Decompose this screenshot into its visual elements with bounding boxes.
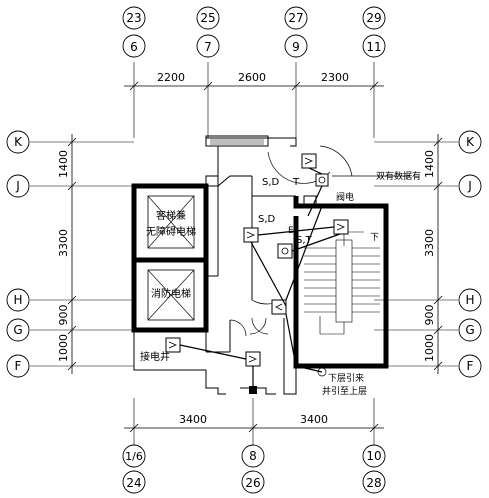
right-axis-j: J (467, 179, 472, 193)
top-axis-1-upper: 23 (126, 11, 141, 25)
left-dim-900: 900 (57, 305, 70, 326)
tag-st: S,T (296, 235, 313, 246)
grid-lines (30, 62, 458, 445)
note-leaders (317, 175, 410, 377)
upper-note: 双有数据有 (376, 170, 421, 182)
tag-t: T (292, 177, 300, 188)
top-axis-bubbles (122, 6, 386, 58)
left-axis-h: H (13, 293, 22, 307)
left-axis-j: J (15, 179, 20, 193)
bottom-axis-2-lower: 26 (245, 476, 260, 490)
bottom-marker (249, 386, 257, 394)
stair-flights (304, 231, 380, 335)
left-axis-f: F (15, 359, 22, 373)
device-glyphs (168, 157, 346, 363)
right-dim-1000: 1000 (423, 334, 436, 362)
right-dim-3300: 3300 (423, 229, 436, 257)
top-axis-2-upper: 25 (200, 11, 215, 25)
left-axis-k: K (14, 135, 23, 149)
right-dim-1400: 1400 (423, 150, 436, 178)
top-dim-1: 2200 (157, 71, 185, 84)
left-dimension-line (67, 134, 77, 374)
left-dim-1400: 1400 (57, 150, 70, 178)
tag-e: E (288, 226, 294, 236)
room-small-label: 阀电 (336, 191, 354, 203)
bottom-dim-2: 3400 (300, 413, 328, 426)
top-axis-3-lower: 9 (292, 40, 300, 54)
stair-core-walls (293, 195, 389, 369)
top-axis-4-lower: 11 (366, 40, 381, 54)
bottom-axis-3-lower: 28 (366, 476, 381, 490)
tag-sd-upper: S,D (262, 177, 280, 188)
left-axis-bubbles (6, 130, 30, 378)
top-axis-2-lower: 7 (204, 40, 212, 54)
passenger-elevator-label-1: 客梯兼 (156, 209, 186, 222)
lower-note-2: 并引至上层 (322, 385, 367, 397)
bottom-axis-3-upper: 10 (366, 449, 381, 463)
right-axis-h: H (465, 293, 474, 307)
elevator-shaft-walls (131, 183, 209, 333)
right-axis-bubbles (458, 130, 482, 378)
electrical-devices (165, 153, 349, 367)
bottom-axis-bubbles (122, 444, 386, 494)
right-axis-f: F (467, 359, 474, 373)
right-axis-g: G (465, 323, 474, 337)
top-axis-1-lower: 6 (130, 40, 138, 54)
top-dim-3: 2300 (321, 71, 349, 84)
right-dim-900: 900 (423, 305, 436, 326)
tag-sd-lower: S,D (258, 214, 276, 225)
top-dim-2: 2600 (238, 71, 266, 84)
top-window (205, 135, 269, 147)
bottom-axis-2-upper: 8 (249, 449, 257, 463)
bottom-dimension-line (124, 423, 384, 433)
elevator-shaft-conduit-label: 接电井 (140, 350, 170, 363)
bottom-axis-1-upper: 1/6 (125, 450, 143, 463)
bottom-dim-1: 3400 (179, 413, 207, 426)
bottom-axis-1-lower: 24 (126, 476, 141, 490)
left-axis-g: G (13, 323, 22, 337)
lower-note-1: 下层引来 (328, 373, 364, 384)
top-dimension-line (124, 81, 384, 91)
passenger-elevator-label-2: 无障碍电梯 (146, 225, 196, 238)
stair-down-label: 下 (370, 233, 379, 243)
left-dim-3300: 3300 (57, 229, 70, 257)
right-dimension-line (433, 134, 443, 374)
top-axis-3-upper: 27 (288, 11, 303, 25)
left-dim-1000: 1000 (57, 334, 70, 362)
fire-elevator-label: 消防电梯 (151, 287, 191, 300)
top-axis-4-upper: 29 (366, 11, 381, 25)
wiring-lines (179, 167, 341, 392)
right-axis-k: K (466, 135, 475, 149)
